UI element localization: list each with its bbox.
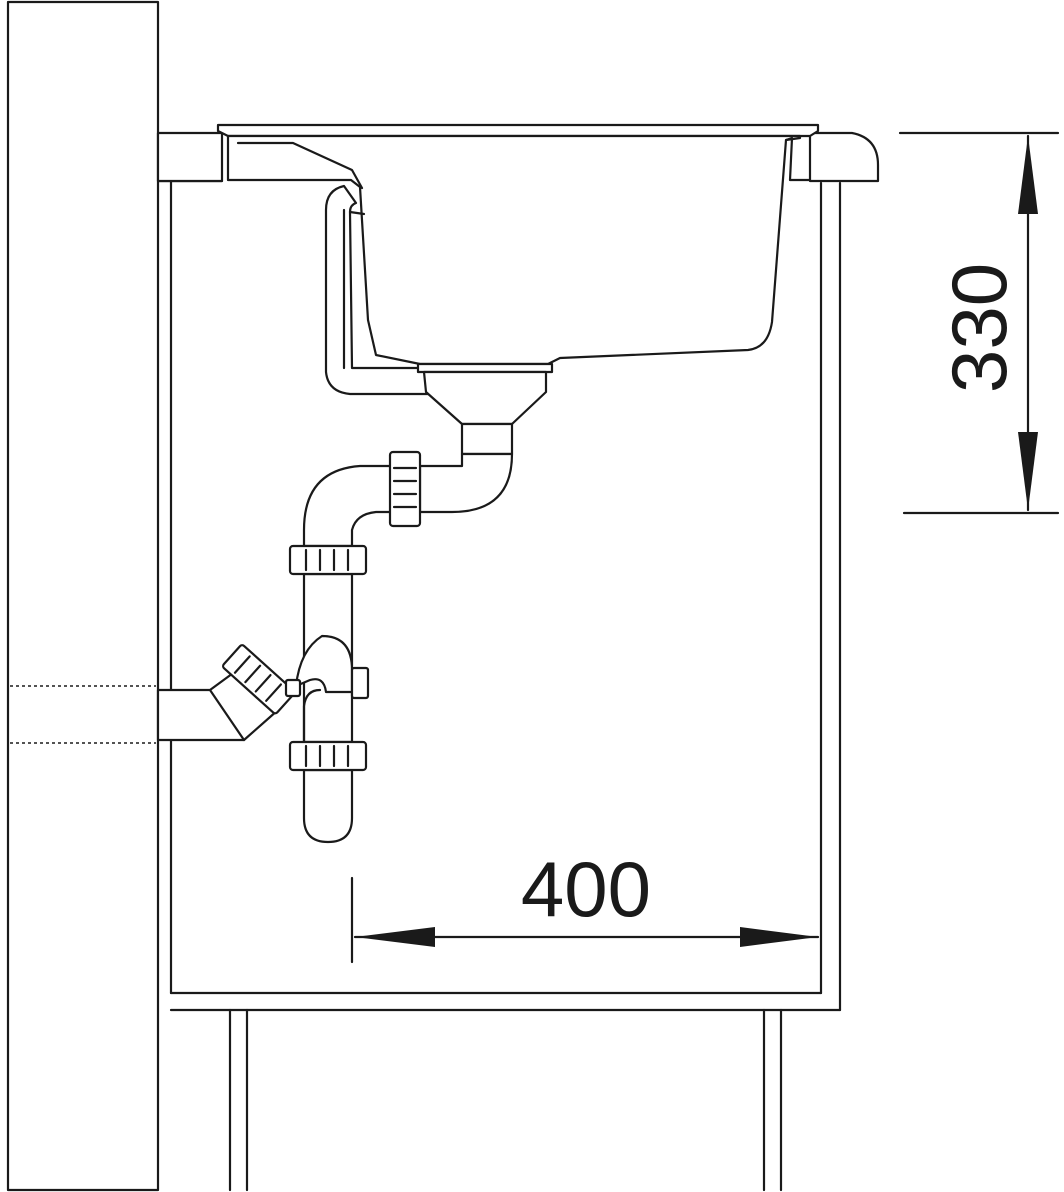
wall (6, 0, 160, 1192)
arrowhead-down-icon (1018, 432, 1038, 510)
width-dimension-label: 400 (521, 845, 651, 933)
dimension-depth: 330 (898, 131, 1060, 515)
nut-angled (222, 644, 296, 715)
overflow-pipe (324, 184, 432, 396)
cabinet (156, 179, 842, 1012)
nut-cap (284, 678, 302, 698)
nut-lower (288, 740, 368, 772)
plinth (228, 1008, 783, 1192)
arrowhead-up-icon (1018, 136, 1038, 214)
dimension-width: 400 (350, 845, 820, 964)
nut-side (350, 666, 370, 700)
drain-outlet (416, 362, 554, 456)
arrowhead-left-icon (355, 927, 435, 947)
nut-upper (388, 450, 422, 528)
depth-dimension-label: 330 (935, 263, 1023, 393)
worktop (156, 131, 880, 183)
arrowhead-right-icon (740, 927, 818, 947)
sink-bowl (216, 123, 820, 366)
nut-middle (288, 544, 368, 576)
